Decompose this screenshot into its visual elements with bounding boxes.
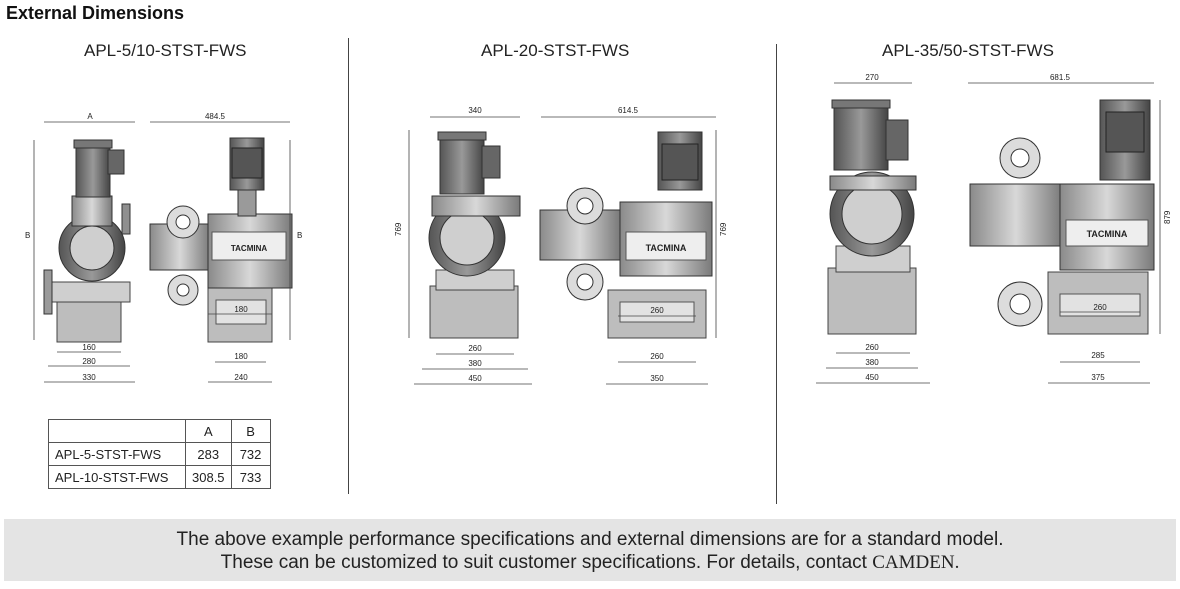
- spec-table: A B APL-5-STST-FWS 283 732 APL-10-STST-F…: [48, 419, 271, 489]
- brand-plate-left: TACMINA: [231, 244, 268, 253]
- brand-plate-center: TACMINA: [646, 243, 687, 253]
- pump-drawing-right-front: [827, 99, 917, 335]
- dim-center-350: 350: [650, 374, 664, 383]
- dim-left-180-bottom: 180: [234, 352, 248, 361]
- dim-right-260-a: 260: [865, 343, 879, 352]
- dim-center-450: 450: [468, 374, 482, 383]
- dim-center-340: 340: [468, 106, 482, 115]
- dim-right-375: 375: [1091, 373, 1105, 382]
- dimension-lines-right: [816, 82, 1161, 384]
- dim-center-769-right: 769: [719, 222, 728, 236]
- model-title-left: APL-5/10-STST-FWS: [84, 41, 247, 60]
- pump-drawing-left-front: [43, 139, 131, 343]
- dim-center-260-c: 260: [650, 352, 664, 361]
- dim-left-330: 330: [82, 373, 96, 382]
- dim-right-879: 879: [1163, 210, 1172, 224]
- contact-brand: CAMDEN.: [872, 552, 960, 573]
- dim-left-160: 160: [82, 343, 96, 352]
- pump-drawing-center-front: [428, 131, 521, 339]
- spec-a-cell: 283: [185, 442, 232, 466]
- spec-table-header: A B: [48, 419, 271, 443]
- note-line-2: These can be customized to suit customer…: [4, 551, 1176, 574]
- dim-right-260-b: 260: [1093, 303, 1107, 312]
- section-divider-right: [776, 44, 777, 504]
- spec-model-cell: APL-5-STST-FWS: [48, 442, 186, 466]
- spec-header-a: A: [185, 419, 232, 443]
- dim-center-260-a: 260: [468, 344, 482, 353]
- dimension-lines-left: [33, 121, 291, 383]
- brand-plate-right: TACMINA: [1087, 229, 1128, 239]
- model-title-right: APL-35/50-STST-FWS: [882, 41, 1054, 60]
- note-line-1: The above example performance specificat…: [176, 529, 1004, 550]
- dim-right-270: 270: [865, 73, 879, 82]
- table-row: APL-5-STST-FWS 283 732: [48, 442, 271, 466]
- spec-header-empty: [48, 419, 186, 443]
- dim-left-280: 280: [82, 357, 96, 366]
- dim-left-a: A: [87, 112, 93, 121]
- spec-a-cell: 308.5: [185, 465, 232, 489]
- spec-b-cell: 732: [230, 442, 271, 466]
- dimension-lines-center: [408, 116, 717, 385]
- dimension-drawings: TACMINA A 484.5 B B 160 280 330 180 180 …: [25, 73, 1172, 385]
- dim-center-260-b: 260: [650, 306, 664, 315]
- dim-left-240: 240: [234, 373, 248, 382]
- table-row: APL-10-STST-FWS 308.5 733: [48, 465, 271, 489]
- dim-center-614: 614.5: [618, 106, 639, 115]
- pump-drawing-left-side: TACMINA: [149, 137, 293, 343]
- section-divider-left: [348, 38, 349, 494]
- page-title: External Dimensions: [6, 3, 185, 23]
- note-line-2-text: These can be customized to suit customer…: [220, 552, 873, 573]
- dim-left-b2: B: [297, 231, 302, 240]
- dim-center-380: 380: [468, 359, 482, 368]
- dim-right-285: 285: [1091, 351, 1105, 360]
- dim-right-380: 380: [865, 358, 879, 367]
- dim-right-450: 450: [865, 373, 879, 382]
- pump-drawing-right-side: TACMINA: [969, 99, 1155, 335]
- pump-drawing-center-side: TACMINA: [539, 131, 713, 339]
- spec-b-cell: 733: [230, 465, 271, 489]
- spec-header-b: B: [230, 419, 271, 443]
- model-title-center: APL-20-STST-FWS: [481, 41, 630, 60]
- spec-model-cell: APL-10-STST-FWS: [48, 465, 186, 489]
- disclaimer-note: The above example performance specificat…: [4, 519, 1176, 581]
- dim-left-depth: 484.5: [205, 112, 226, 121]
- dim-left-180-top: 180: [234, 305, 248, 314]
- dim-right-681: 681.5: [1050, 73, 1071, 82]
- dim-center-769-left: 769: [394, 222, 403, 236]
- dim-left-b: B: [25, 231, 30, 240]
